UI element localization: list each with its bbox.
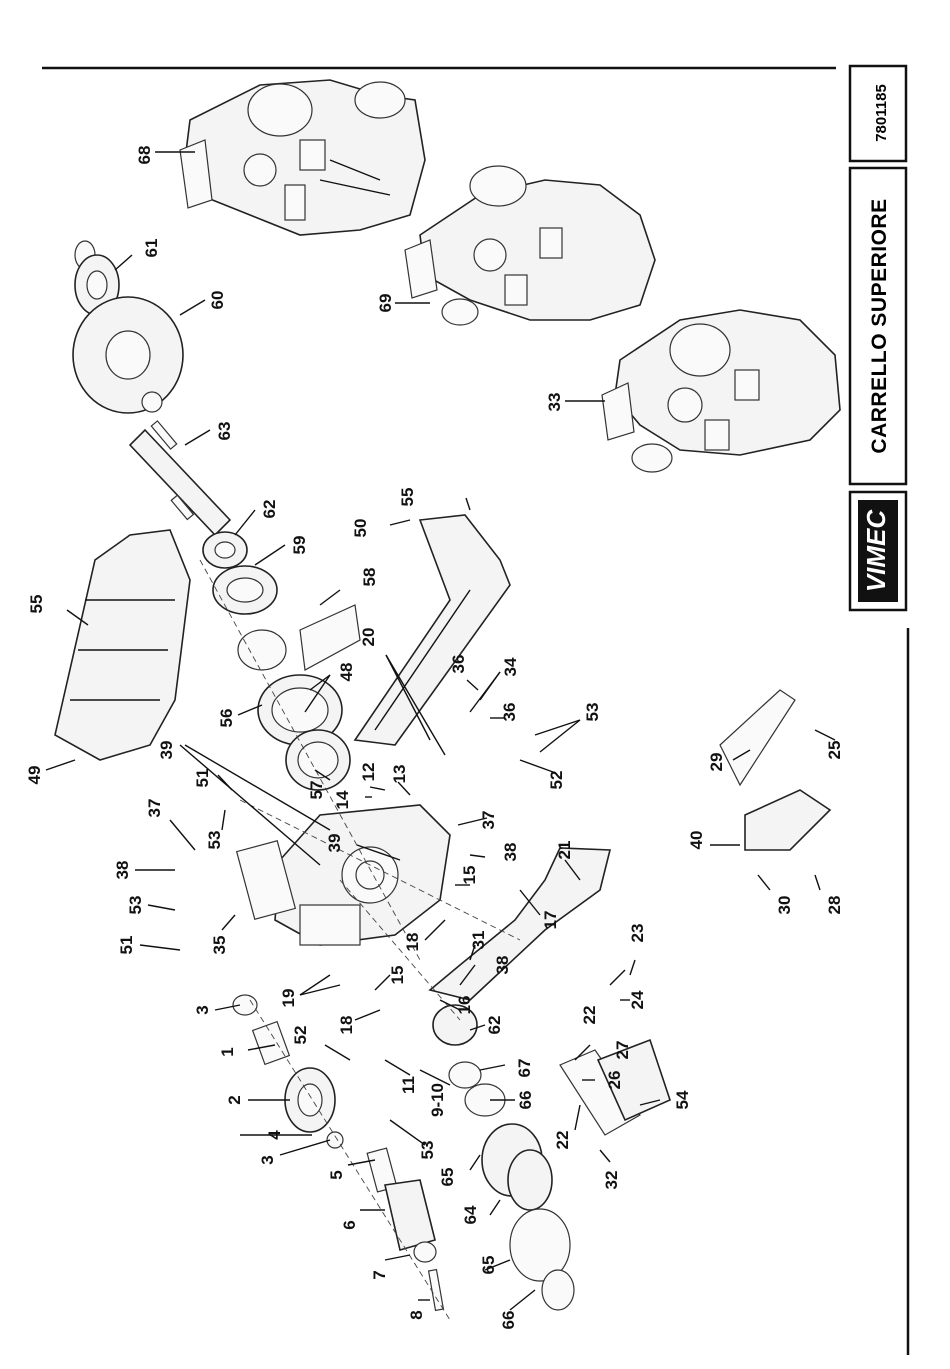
assembly-view-69 — [405, 166, 655, 325]
callout-17: 17 — [541, 911, 560, 930]
callout-22: 22 — [553, 1131, 572, 1150]
callout-38: 38 — [493, 956, 512, 975]
callout-62: 62 — [485, 1016, 504, 1035]
callout-51: 51 — [193, 769, 212, 788]
callout-31: 31 — [469, 931, 488, 950]
callout-11: 11 — [399, 1076, 418, 1094]
callout-9-10: 9-10 — [428, 1083, 447, 1117]
callout-65: 65 — [479, 1256, 498, 1275]
callout-7: 7 — [370, 1270, 389, 1279]
callout-69: 69 — [376, 294, 395, 313]
carriage-body — [237, 805, 450, 945]
callout-5: 5 — [327, 1170, 346, 1179]
rail-part — [355, 515, 510, 745]
callout-3: 3 — [258, 1155, 277, 1164]
callout-37: 37 — [145, 799, 164, 818]
callout-60: 60 — [208, 291, 227, 310]
callout-15: 15 — [388, 966, 407, 985]
callout-53: 53 — [583, 703, 602, 722]
callout-36: 36 — [500, 703, 519, 722]
callout-68: 68 — [135, 146, 154, 165]
callout-64: 64 — [461, 1205, 480, 1224]
title-block: 7801185 CARRELLO SUPERIORE VIMEC — [850, 66, 906, 610]
callout-39: 39 — [157, 741, 176, 760]
callout-33: 33 — [545, 393, 564, 412]
callout-53: 53 — [205, 831, 224, 850]
callout-32: 32 — [602, 1171, 621, 1190]
callout-56: 56 — [217, 709, 236, 728]
callout-55: 55 — [27, 595, 46, 614]
callout-37: 37 — [479, 811, 498, 830]
callout-20: 20 — [359, 628, 378, 647]
cover-part — [55, 530, 190, 760]
callout-34: 34 — [501, 657, 520, 676]
callout-59: 59 — [290, 536, 309, 555]
assembly-view-33 — [602, 310, 840, 472]
callout-55: 55 — [398, 488, 417, 507]
callout-2: 2 — [225, 1095, 244, 1104]
callout-8: 8 — [407, 1310, 426, 1319]
callout-28: 28 — [825, 896, 844, 915]
callout-50: 50 — [351, 519, 370, 538]
callout-22: 22 — [580, 1006, 599, 1025]
callout-15: 15 — [460, 866, 479, 885]
callout-48: 48 — [337, 663, 356, 682]
callout-66: 66 — [516, 1091, 535, 1110]
callout-14: 14 — [333, 790, 352, 809]
callout-16: 16 — [455, 996, 474, 1015]
callout-67: 67 — [515, 1059, 534, 1078]
callout-39: 39 — [325, 834, 344, 853]
callout-58: 58 — [360, 568, 379, 587]
svg-text:VIMEC: VIMEC — [861, 509, 891, 593]
callout-38: 38 — [113, 861, 132, 880]
callout-38: 38 — [501, 843, 520, 862]
callout-40: 40 — [687, 831, 706, 850]
lower-gears — [433, 1005, 574, 1310]
assembly-view-68 — [180, 80, 425, 235]
vimec-logo: VIMEC — [850, 492, 906, 610]
callout-4: 4 — [265, 1130, 284, 1140]
chain-guide — [430, 848, 610, 1000]
callout-35: 35 — [210, 936, 229, 955]
callout-65: 65 — [438, 1168, 457, 1187]
callout-53: 53 — [418, 1141, 437, 1160]
callout-13: 13 — [390, 765, 409, 784]
callout-18: 18 — [337, 1016, 356, 1035]
callout-52: 52 — [547, 771, 566, 790]
drawing-code: 7801185 — [873, 84, 890, 142]
callout-63: 63 — [215, 422, 234, 441]
callout-24: 24 — [628, 990, 647, 1009]
callout-3: 3 — [193, 1005, 212, 1014]
callout-12: 12 — [359, 763, 378, 782]
drawing-title: CARRELLO SUPERIORE — [868, 198, 891, 453]
callout-49: 49 — [25, 766, 44, 785]
callout-19: 19 — [279, 989, 298, 1008]
callout-25: 25 — [825, 741, 844, 760]
callout-23: 23 — [628, 924, 647, 943]
shaft-parts — [233, 995, 443, 1310]
callout-36: 36 — [449, 655, 468, 674]
callout-52: 52 — [291, 1026, 310, 1045]
callout-29: 29 — [707, 753, 726, 772]
callout-30: 30 — [775, 896, 794, 915]
callout-66: 66 — [499, 1311, 518, 1330]
callout-61: 61 — [142, 239, 161, 258]
callout-51: 51 — [117, 936, 136, 955]
callout-26: 26 — [605, 1071, 624, 1090]
callout-62: 62 — [260, 500, 279, 519]
callout-6: 6 — [340, 1220, 359, 1229]
callout-57: 57 — [307, 781, 326, 800]
callout-54: 54 — [673, 1090, 692, 1109]
callout-1: 1 — [218, 1047, 237, 1056]
callout-21: 21 — [555, 841, 574, 860]
callout-18: 18 — [403, 933, 422, 952]
callout-53: 53 — [126, 896, 145, 915]
callout-27: 27 — [613, 1041, 632, 1060]
